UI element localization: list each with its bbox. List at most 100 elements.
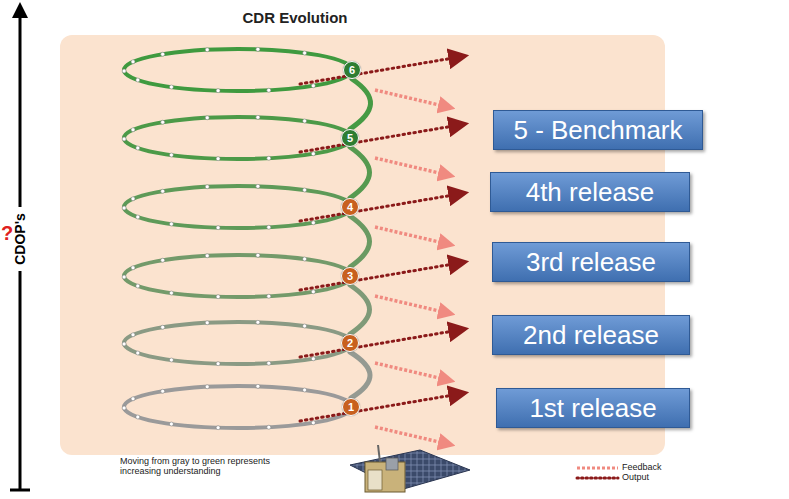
release-label: 2nd release <box>523 320 659 350</box>
legend-text: Feedback <box>622 462 662 473</box>
axis-label: CDOP's <box>11 207 29 271</box>
loop-dot <box>267 294 271 298</box>
step-number: 1 <box>348 402 354 413</box>
spiral-loop <box>124 386 352 428</box>
loop-dot <box>131 197 135 201</box>
output-arrow <box>300 262 465 290</box>
loop-dot <box>161 325 165 329</box>
loop-dot <box>205 48 209 52</box>
diagram-title: CDR Evolution <box>220 9 370 26</box>
loop-dot <box>122 406 126 410</box>
loop-dot <box>169 222 173 226</box>
loop-dot <box>169 358 173 362</box>
spiral-loop <box>124 186 352 228</box>
release-box: 1st release <box>496 388 690 428</box>
loop-dot <box>303 188 307 192</box>
loop-dot <box>205 321 209 325</box>
loop-dot <box>216 157 220 161</box>
loop-dot <box>122 342 126 346</box>
loop-dot <box>256 47 260 51</box>
loop-dot <box>131 128 135 132</box>
legend-output-line <box>577 477 618 480</box>
loop-dot <box>122 69 126 73</box>
step-number: 6 <box>349 65 355 76</box>
loop-dot <box>216 426 220 430</box>
loop-dot <box>136 415 140 419</box>
loop-dot <box>303 119 307 123</box>
spiral-loop <box>124 117 352 159</box>
loop-dot <box>161 120 165 124</box>
loop-dot <box>256 253 260 257</box>
loop-dot <box>216 295 220 299</box>
release-label: 5 - Benchmark <box>513 115 682 145</box>
release-box: 3rd release <box>492 242 690 282</box>
spiral-connector <box>350 285 370 334</box>
spiral-connector <box>350 147 370 198</box>
release-box: 2nd release <box>492 315 690 355</box>
loop-dot <box>216 226 220 230</box>
step-circle: 4 <box>341 198 359 216</box>
legend-text: Output <box>622 472 649 483</box>
loop-dot <box>136 284 140 288</box>
spiral-loop <box>124 49 352 91</box>
loop-dot <box>267 361 271 365</box>
loop-dot <box>267 156 271 160</box>
legend-gradient-line <box>62 462 115 466</box>
loop-dot <box>131 266 135 270</box>
loop-dot <box>256 184 260 188</box>
step-circle: 3 <box>341 267 359 285</box>
loop-dot <box>267 425 271 429</box>
spiral-connector <box>350 79 371 129</box>
loop-dot <box>256 384 260 388</box>
step-number: 4 <box>347 202 353 213</box>
loop-dot <box>169 85 173 89</box>
output-arrow <box>300 393 465 421</box>
step-circle: 2 <box>341 334 359 352</box>
loop-dot <box>131 397 135 401</box>
loop-dot <box>136 351 140 355</box>
step-circle: 5 <box>341 129 359 147</box>
loop-dot <box>122 275 126 279</box>
feedback-arrow <box>375 363 452 381</box>
feedback-arrow <box>375 90 452 108</box>
loop-dot <box>131 333 135 337</box>
loop-dot <box>136 215 140 219</box>
output-feedback-arrows <box>300 56 465 445</box>
loop-dot <box>205 185 209 189</box>
feedback-arrow <box>375 158 452 176</box>
loop-dot <box>205 385 209 389</box>
release-box: 5 - Benchmark <box>493 110 703 150</box>
legend-text: Moving from gray to green represents inc… <box>120 456 300 476</box>
release-label: 3rd release <box>526 247 656 277</box>
spiral-connector <box>350 216 370 267</box>
loop-dot <box>256 115 260 119</box>
loop-dot <box>303 388 307 392</box>
spiral-loops <box>122 47 352 429</box>
feedback-arrow <box>375 296 452 314</box>
loop-dot <box>161 52 165 56</box>
feedback-arrow <box>375 227 452 245</box>
loop-dot <box>311 152 315 156</box>
release-label: 4th release <box>526 177 655 207</box>
loop-dot <box>311 84 315 88</box>
loop-dot <box>122 137 126 141</box>
spiral-connector <box>350 352 370 398</box>
output-arrow <box>300 124 465 152</box>
loop-dot <box>216 89 220 93</box>
output-arrow <box>300 56 465 84</box>
loop-dot <box>136 78 140 82</box>
loop-dot <box>161 258 165 262</box>
step-circle: 6 <box>343 61 361 79</box>
loop-dot <box>267 225 271 229</box>
legend-feedback-line <box>577 467 618 470</box>
loop-dot <box>303 257 307 261</box>
output-arrow <box>300 193 465 221</box>
feedback-arrow <box>375 427 452 445</box>
loop-dot <box>131 60 135 64</box>
spiral-loop <box>124 322 352 364</box>
loop-dot <box>161 389 165 393</box>
loop-dot <box>169 422 173 426</box>
loop-dot <box>256 320 260 324</box>
step-number: 2 <box>347 338 353 349</box>
step-number: 5 <box>347 133 353 144</box>
